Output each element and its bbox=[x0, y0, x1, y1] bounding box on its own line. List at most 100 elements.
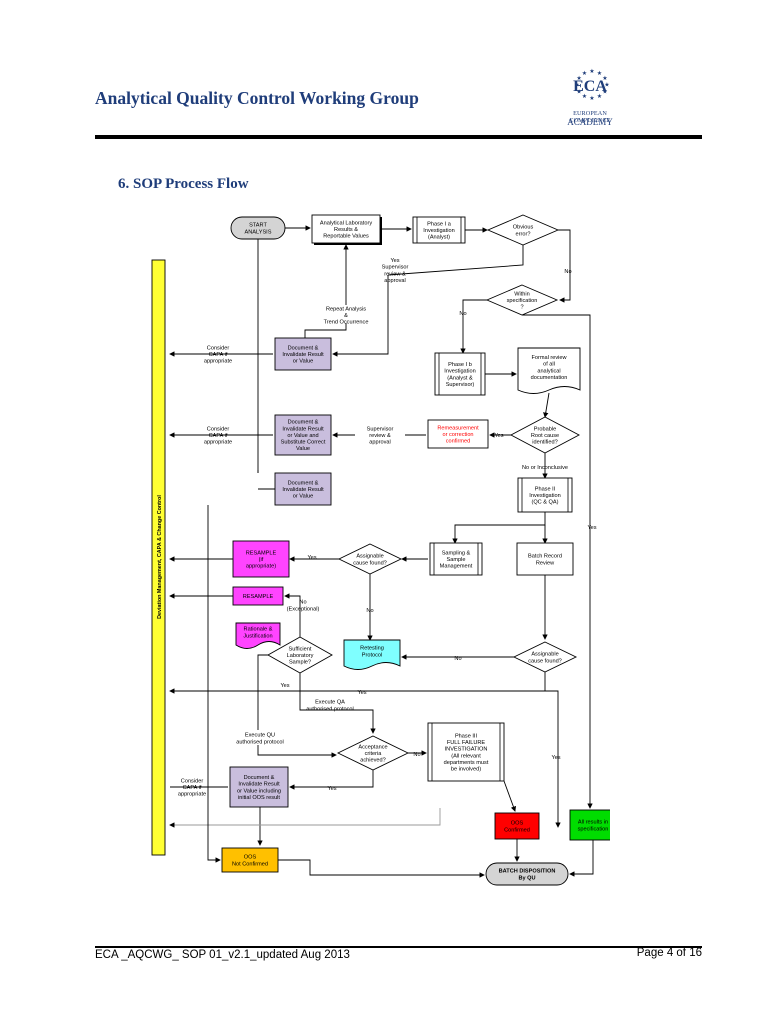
no3-label: No bbox=[366, 608, 373, 614]
assignable2-decision bbox=[512, 641, 578, 673]
start-analysis-terminal bbox=[230, 216, 286, 240]
svg-text:★: ★ bbox=[589, 95, 594, 102]
rationale-doc bbox=[235, 622, 281, 649]
batch-disposition-terminal bbox=[485, 862, 569, 886]
svg-text:★: ★ bbox=[602, 88, 607, 95]
repeat-analysis-label: Repeat Analysis&Trend Occurrence bbox=[324, 306, 369, 325]
svg-text:★: ★ bbox=[597, 93, 602, 100]
no5-label: No bbox=[413, 752, 420, 758]
svg-text:★: ★ bbox=[582, 70, 587, 77]
logo-mark: ECA bbox=[573, 78, 607, 95]
remeasure-box bbox=[427, 419, 489, 449]
within-spec-decision bbox=[485, 284, 559, 316]
header-divider bbox=[95, 135, 702, 139]
assignable1-decision bbox=[337, 543, 403, 575]
doc4-box bbox=[229, 766, 289, 808]
sop-process-flowchart: Deviation Management, CAPA & Change Cont… bbox=[151, 214, 610, 886]
svg-text:★: ★ bbox=[576, 88, 581, 95]
sufficient-sample-decision bbox=[267, 636, 333, 674]
obvious-error-decision bbox=[486, 214, 560, 246]
phase3-box bbox=[427, 722, 505, 782]
oos-not-box bbox=[221, 847, 279, 873]
logo-line2: ACADEMY bbox=[567, 117, 613, 127]
probable-cause-decision bbox=[510, 416, 580, 454]
resample1-box bbox=[232, 540, 290, 578]
doc2-box bbox=[274, 414, 332, 456]
no2-label: No bbox=[459, 311, 466, 317]
footer-page-number: Page 4 of 16 bbox=[636, 947, 702, 959]
svg-text:★: ★ bbox=[597, 70, 602, 77]
yes6-label: Yes bbox=[551, 755, 560, 761]
section-title: 6. SOP Process Flow bbox=[118, 176, 249, 192]
eca-logo: ★★★★★★★★★★★★ ECA EUROPEAN COMPLIANCE ACA… bbox=[552, 66, 628, 132]
sidebar-deviation-management bbox=[151, 259, 166, 856]
star-ring-icon: ★★★★★★★★★★★★ bbox=[574, 68, 609, 102]
all-results-box bbox=[569, 809, 610, 841]
batch-review-box bbox=[516, 542, 574, 576]
no-exceptional-label: No(Exceptional) bbox=[287, 600, 320, 613]
svg-text:★: ★ bbox=[602, 75, 607, 82]
document-header-title: Analytical Quality Control Working Group bbox=[95, 88, 419, 108]
yes2-label: Yes bbox=[494, 433, 503, 439]
svg-text:★: ★ bbox=[589, 68, 594, 75]
resample2-box bbox=[232, 586, 284, 606]
retesting-protocol-doc bbox=[343, 639, 401, 670]
acceptance-decision bbox=[336, 735, 410, 771]
sampling-box bbox=[429, 542, 483, 576]
yes4-label: Yes bbox=[280, 683, 289, 689]
resample2-label: RESAMPLE bbox=[243, 594, 274, 600]
yes5-label: Yes bbox=[357, 690, 366, 696]
svg-text:★: ★ bbox=[576, 75, 581, 82]
doc1-box bbox=[274, 337, 332, 371]
yes7-label: Yes bbox=[327, 786, 336, 792]
oos-confirmed-box bbox=[494, 812, 540, 840]
lab-results-box bbox=[311, 214, 381, 244]
yes-right-label: Yes bbox=[587, 525, 596, 531]
sidebar-label: Deviation Management, CAPA & Change Cont… bbox=[157, 495, 163, 619]
logo-line1: EUROPEAN COMPLIANCE bbox=[569, 110, 611, 124]
svg-text:★: ★ bbox=[582, 93, 587, 100]
doc3-box bbox=[274, 472, 332, 506]
formal-review-doc bbox=[517, 347, 581, 394]
no-inconclusive-label: No or Inconclusive bbox=[522, 465, 568, 471]
footer-document-id: ECA _AQCWG_ SOP 01_v2.1_updated Aug 2013 bbox=[95, 949, 350, 961]
phase2-box bbox=[517, 477, 573, 513]
footer-divider bbox=[95, 946, 702, 948]
yes3-label: Yes bbox=[307, 555, 316, 561]
no1-label: No bbox=[564, 269, 571, 275]
svg-text:★: ★ bbox=[604, 82, 609, 89]
